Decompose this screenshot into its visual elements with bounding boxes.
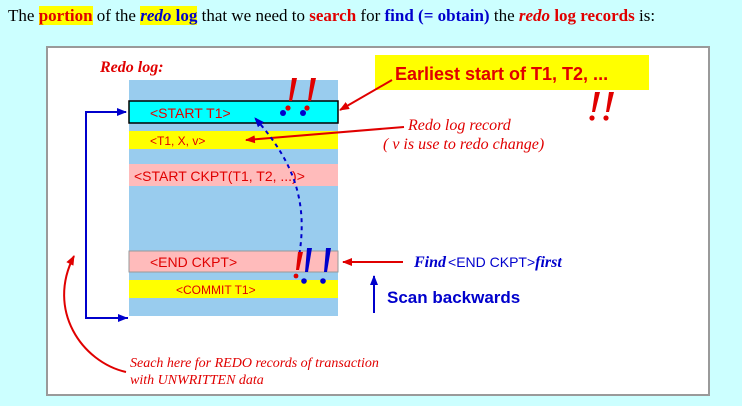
record-end-ckpt-label: <END CKPT> xyxy=(150,254,237,270)
record-start-t1-label: <START T1> xyxy=(150,105,231,121)
record-t1xv-label: <T1, X, v> xyxy=(150,134,205,148)
callout-arrow xyxy=(339,79,393,111)
blue-exclaim-icon xyxy=(301,248,331,284)
caption-records: log records xyxy=(550,6,635,25)
caption-find: find (= obtain) xyxy=(384,6,490,25)
scan-backwards-text: Scan backwards xyxy=(387,288,520,307)
caption-redo2: redo xyxy=(518,6,551,25)
search-text-line2: with UNWRITTEN data xyxy=(130,373,264,388)
exclaim-icon xyxy=(589,92,614,121)
caption-search: search xyxy=(309,6,357,25)
earliest-start-callout xyxy=(375,55,649,90)
caption-text: the xyxy=(489,6,519,25)
caption-text: The xyxy=(8,6,39,25)
caption-redo-log: redo log xyxy=(140,6,198,25)
find-end-ckpt: <END CKPT> xyxy=(448,254,535,270)
record-t1xv xyxy=(129,131,338,149)
record-commit-t1 xyxy=(129,280,338,298)
caption: The portion of the redo log that we need… xyxy=(8,6,655,26)
caption-redo: redo xyxy=(140,6,172,25)
caption-text: is: xyxy=(634,6,656,25)
blue-dots-icon xyxy=(280,110,306,116)
record-start-ckpt xyxy=(129,164,338,186)
exclaim-icon xyxy=(285,78,316,111)
caption-text: of the xyxy=(92,6,141,25)
find-word: Find xyxy=(413,254,447,271)
bracket-top-arrow xyxy=(85,108,128,319)
record-end-ckpt xyxy=(128,250,339,273)
caption-log: log xyxy=(171,6,198,25)
find-first: first xyxy=(535,254,562,271)
caption-text: for xyxy=(356,6,385,25)
redo-record-title: Redo log record xyxy=(407,117,512,134)
caption-portion: portion xyxy=(38,6,93,25)
search-text-line1: Seach here for REDO records of transacti… xyxy=(130,356,379,371)
record-start-t1 xyxy=(128,100,339,124)
redo-record-arrow xyxy=(245,126,405,144)
earliest-start-text: Earliest start of T1, T2, ... xyxy=(395,64,608,84)
record-commit-t1-label: <COMMIT T1> xyxy=(176,283,256,297)
exclaim-icon xyxy=(293,252,303,279)
scan-dotted-path xyxy=(254,117,303,263)
search-curve-arrow xyxy=(63,255,127,373)
redo-record-sub: ( v is use to redo change) xyxy=(383,136,544,153)
find-text: Find<END CKPT>first xyxy=(413,254,562,271)
caption-text: that we need to xyxy=(197,6,310,25)
diagram-title: Redo log: xyxy=(99,59,164,76)
record-start-ckpt-label: <START CKPT(T1, T2, ...)> xyxy=(134,168,305,184)
caption-redo-records: redo log records xyxy=(519,6,635,25)
